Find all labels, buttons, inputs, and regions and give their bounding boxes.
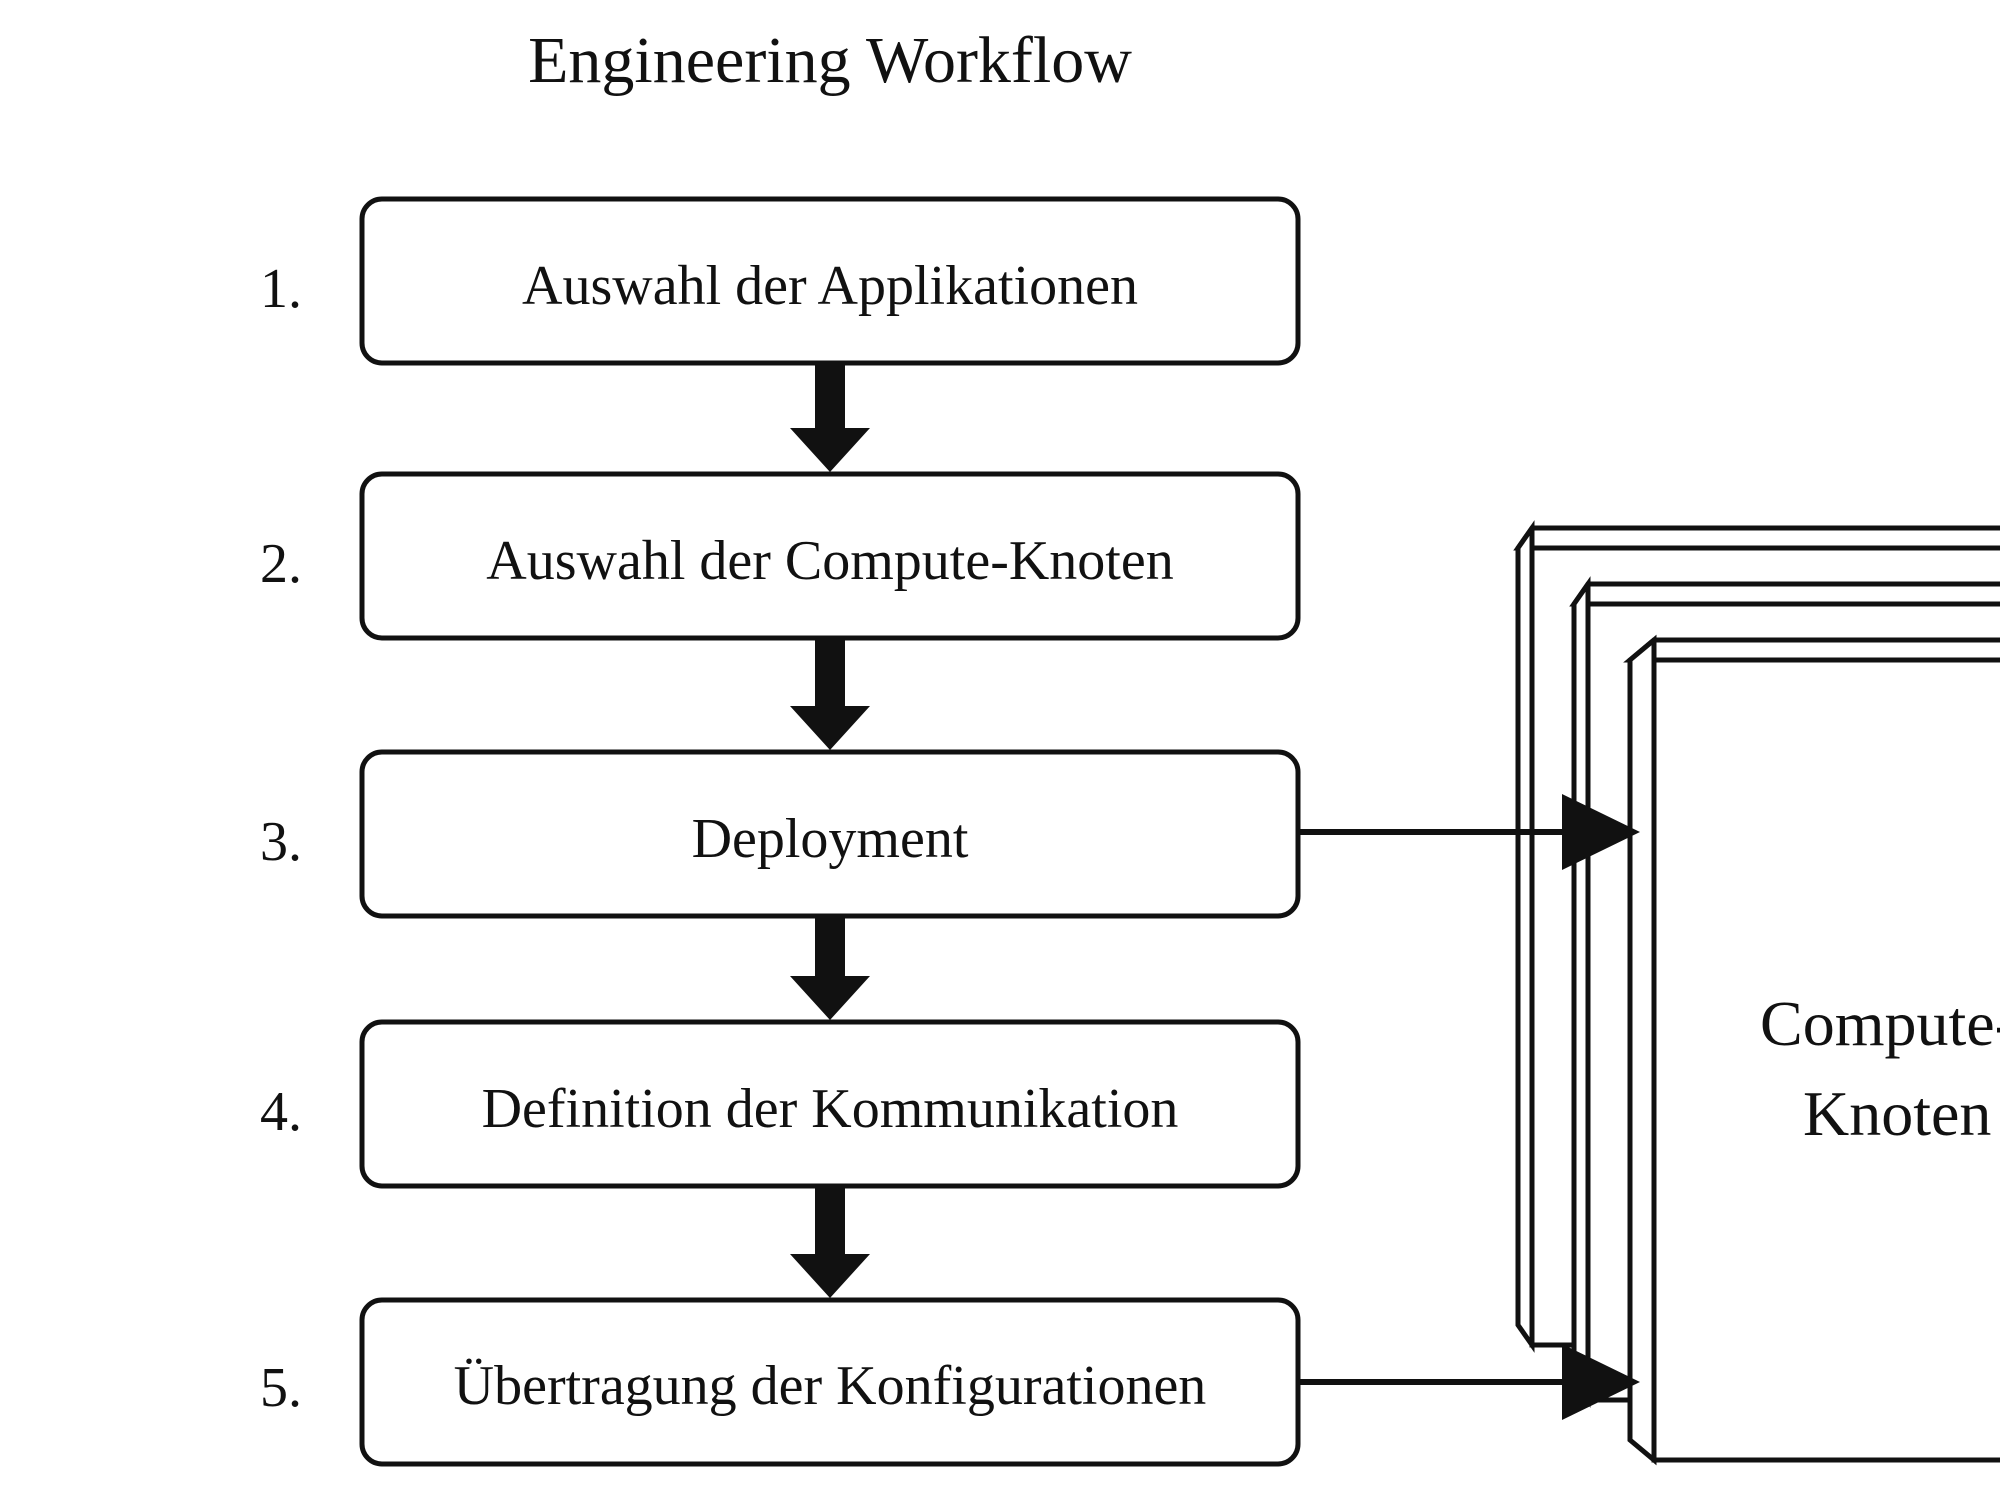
step-number-3: 3. xyxy=(260,811,302,873)
step-number-4: 4. xyxy=(260,1081,302,1143)
step-box-4 xyxy=(359,1019,1301,1189)
step-label-2: Auswahl der Compute-Knoten xyxy=(486,530,1173,592)
step-box-2 xyxy=(359,471,1301,641)
down-arrow-4-5 xyxy=(790,1188,870,1298)
arrow-config-to-nodes xyxy=(1298,1344,1640,1420)
compute-node-stack xyxy=(1513,520,2000,1466)
down-arrow-1-2 xyxy=(790,365,870,472)
step-label-5: Übertragung der Konfigurationen xyxy=(454,1355,1207,1417)
step-number-5: 5. xyxy=(260,1357,302,1419)
down-arrow-2-3 xyxy=(790,640,870,750)
step-label-4: Definition der Kommunikation xyxy=(482,1078,1179,1140)
compute-node-label-line2: Knoten xyxy=(1803,1078,1991,1149)
compute-node-label-line1: Compute- xyxy=(1760,988,2000,1059)
step-box-1 xyxy=(359,196,1301,366)
diagram-title: Engineering Workflow xyxy=(528,24,1132,97)
down-arrow-3-4 xyxy=(790,918,870,1020)
step-number-1: 1. xyxy=(260,258,302,320)
step-label-1: Auswahl der Applikationen xyxy=(522,255,1138,317)
arrow-deployment-to-nodes xyxy=(1298,794,1640,870)
step-number-2: 2. xyxy=(260,533,302,595)
step-label-3: Deployment xyxy=(692,808,969,870)
